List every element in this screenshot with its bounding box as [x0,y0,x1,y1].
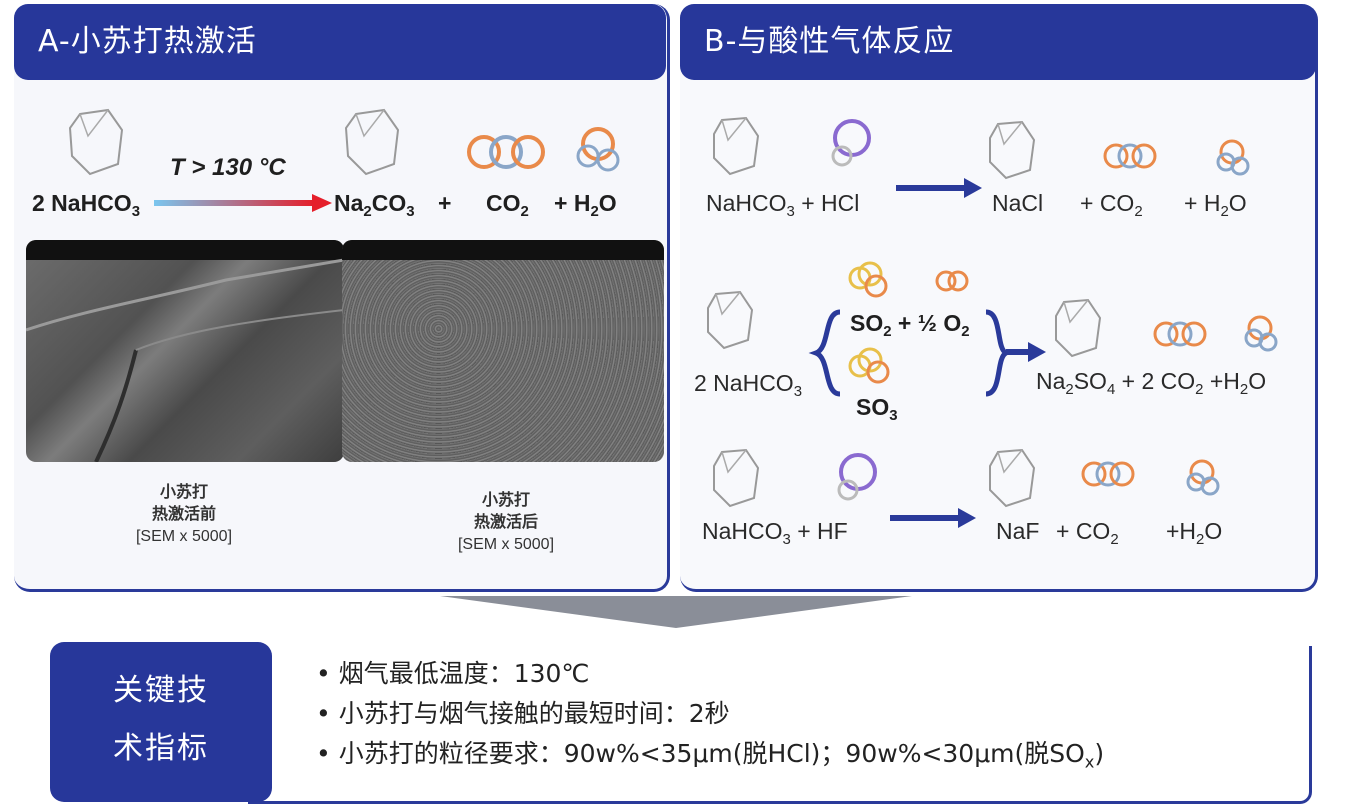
r2-reactant: 2 NaHCO3 [694,370,803,401]
r3-product-naf: NaF [996,518,1040,544]
h2o-molecule-icon [1216,139,1250,176]
r1-reactants: NaHCO3 + HCl [706,190,860,221]
right-brace [985,309,1012,397]
crystal-icon [989,448,1036,508]
reaction-arrow [1006,342,1046,362]
h2o-molecule-icon [1244,315,1278,352]
crystal-icon [68,108,124,176]
hf-molecule-icon [837,453,877,501]
indicator-item: • 小苏打的粒径要求：90w%<35μm(脱HCl)；90w%<30μm(脱SO… [316,739,1105,772]
crystal-icon [707,290,754,350]
crystal-icon [344,108,400,176]
so3-molecule-icon [848,347,890,384]
equation-reactant: 2 NaHCO3 [32,190,141,221]
co2-molecule-icon [1081,461,1135,487]
equation-product-h2o: + H2O [554,190,617,221]
r1-product-co2: + CO2 [1080,190,1143,221]
r3-product-co2: + CO2 [1056,518,1119,549]
equation-product-co2: CO2 [486,190,529,221]
panel-acid-gas-reaction: B-与酸性气体反应 NaHCO3 + HCl NaCl + CO2 + H2O … [680,4,1318,592]
indicator-item: • 烟气最低温度：130℃ [316,659,590,688]
h2o-molecule-icon [1186,459,1220,496]
crystal-icon [713,116,760,176]
h2o-molecule-icon [576,127,620,172]
heating-arrow [154,194,332,212]
panel-a-title: A-小苏打热激活 [14,4,666,80]
reaction-arrow [890,508,976,528]
panel-thermal-activation: A-小苏打热激活 T > 130 °C 2 NaHCO3 Na2CO3 + CO… [14,4,670,592]
so2-molecule-icon [848,261,888,298]
co2-molecule-icon [467,135,545,169]
key-indicators-box [248,646,1312,804]
r1-product-nacl: NaCl [992,190,1044,216]
sem-image-before [26,240,344,462]
hcl-molecule-icon [831,119,871,167]
panel-b-title: B-与酸性气体反应 [680,4,1316,80]
crystal-icon [1055,298,1102,358]
r1-product-h2o: + H2O [1184,190,1247,221]
key-indicators-label: 关键技 术指标 [50,642,272,802]
co2-molecule-icon [1103,143,1157,169]
indicator-item: • 小苏打与烟气接触的最短时间：2秒 [316,699,730,728]
o2-molecule-icon [935,270,969,292]
r2-option-so3: SO3 [856,394,898,425]
crystal-icon [989,120,1036,180]
left-brace [808,309,841,397]
r3-product-h2o: +H2O [1166,518,1223,549]
r3-reactants: NaHCO3 + HF [702,518,848,549]
sem-image-after [342,240,664,462]
reaction-arrow [896,178,982,198]
r2-products: Na2SO4 + 2 CO2 +H2O [1036,368,1267,399]
equation-plus: + [438,190,452,216]
caption-after: 小苏打 热激活后 [SEM x 5000] [457,492,555,553]
caption-before: 小苏打 热激活前 [SEM x 5000] [135,484,233,545]
activation-condition: T > 130 °C [170,154,286,181]
down-arrow-divider [440,596,912,628]
co2-molecule-icon [1153,321,1207,347]
equation-product-na2co3: Na2CO3 [334,190,415,221]
crystal-icon [713,448,760,508]
r2-option-so2: SO2 + ½ O2 [850,310,970,341]
